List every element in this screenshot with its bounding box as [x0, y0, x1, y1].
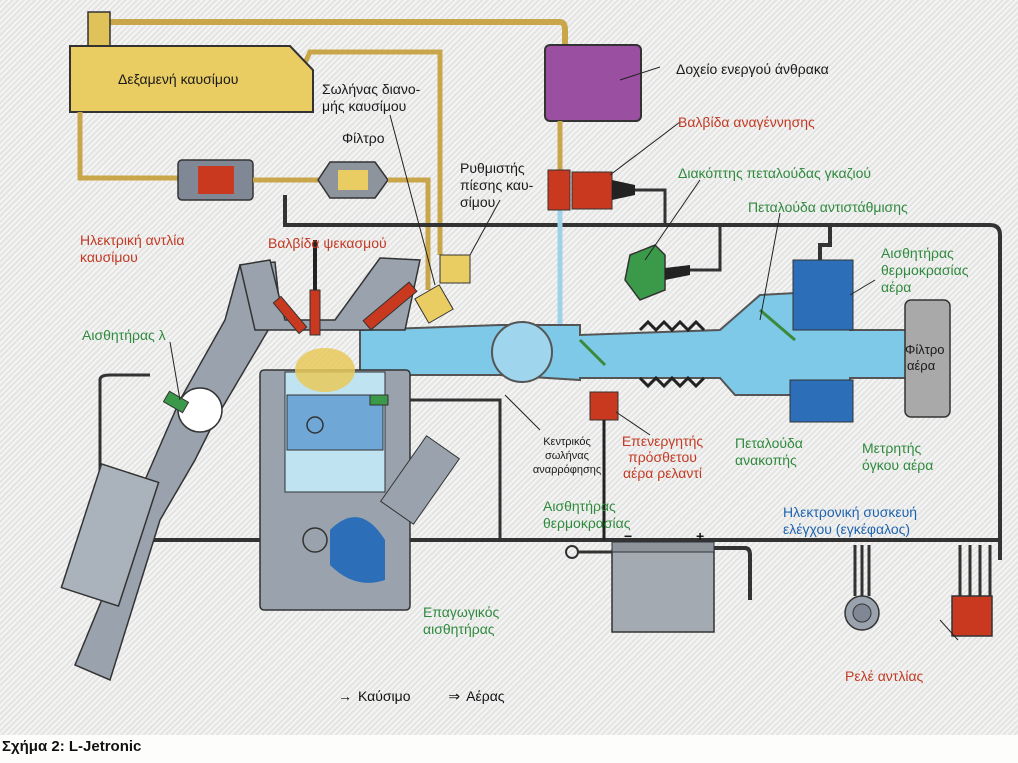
fuel-injector [414, 284, 454, 324]
label-aux-air-valve-2: πρόσθετου [628, 449, 697, 465]
aux-air-valve [589, 391, 619, 421]
compensation-flap [759, 308, 796, 342]
coolant-temp-sensor [369, 394, 389, 406]
label-fuel-pump-2: καυσίμου [80, 249, 138, 265]
label-ecu-1: Ηλεκτρονική συσκευή [783, 504, 918, 520]
charcoal-canister [544, 44, 642, 122]
label-pressure-regulator-1: Ρυθμιστής [460, 160, 525, 176]
fuel-vent-line [100, 19, 568, 45]
air-flow-meter-upper [792, 259, 854, 331]
label-battery-plus: + [696, 528, 705, 544]
label-ecu-2: ελέγχου (εγκέφαλος) [783, 521, 911, 537]
label-fuel-tank: Δεξαμενή καυσίμου [118, 71, 239, 87]
label-air-temp-sensor-1: Αισθητήρας [881, 245, 954, 261]
label-air-temp-sensor-3: αέρα [881, 279, 912, 295]
combustion-mixture [295, 348, 355, 392]
battery [611, 549, 715, 633]
leader-lines [169, 66, 959, 641]
label-aux-air-valve-1: Επενεργητής [621, 433, 704, 449]
intake-bellows-top [638, 319, 706, 333]
legend: → Καύσιμο ⇒ Αέρας [338, 688, 511, 705]
label-pressure-regulator-3: σίμου [460, 194, 496, 210]
legend-fuel-label: Καύσιμο [358, 688, 411, 704]
label-temp-sensor-2: θερμοκρασίας [543, 515, 631, 531]
regeneration-valve [547, 169, 571, 211]
label-filter: Φίλτρο [342, 130, 385, 146]
legend-air-label: Αέρας [466, 688, 505, 704]
piston [286, 394, 384, 451]
label-lambda-sensor: Αισθητήρας λ [82, 327, 166, 343]
fuel-pump-rotor [198, 166, 234, 194]
label-air-temp-sensor-2: θερμοκρασίας [881, 262, 969, 278]
fuel-arrow-icon: → [338, 688, 352, 704]
label-pressure-regulator-2: πίεσης καυ- [460, 177, 534, 193]
label-battery-minus: − [624, 528, 633, 544]
label-throttle-flap-2: ανακοπής [735, 452, 797, 468]
l-jetronic-diagram: Δεξαμενή καυσίμου Σωλήνας διανο- μής καυ… [0, 0, 1018, 735]
label-throttle-flap-1: Πεταλούδα [735, 435, 803, 451]
label-regeneration-valve: Βαλβίδα αναγέννησης [678, 114, 815, 130]
fuel-tank-cap [87, 11, 111, 48]
throttle-flap [578, 338, 607, 367]
crank-sensor-wheel [330, 517, 385, 583]
fuel-tank [69, 45, 314, 113]
intake-valve-stem [362, 281, 418, 331]
distributor [379, 435, 461, 525]
throttle-switch [624, 244, 666, 301]
label-fuel-pump-1: Ηλεκτρική αντλία [80, 232, 185, 248]
label-aux-air-valve-3: αέρα ρελαντί [622, 465, 702, 481]
air-flow-meter-lower [789, 379, 854, 423]
exhaust-valve-stem [272, 295, 308, 335]
label-inductive-sensor-2: αισθητήρας [423, 621, 495, 637]
label-charcoal-canister: Δοχείο ενεργού άνθρακα [676, 61, 829, 77]
diagram-graphics [60, 11, 1002, 682]
label-air-filter-2: αέρα [907, 358, 936, 373]
wire-harness-top [283, 195, 1002, 560]
catalytic-converter [60, 462, 160, 608]
intake-plenum [491, 321, 553, 383]
label-pump-relay: Ρελέ αντλίας [845, 668, 924, 684]
label-compensation-flap: Πεταλούδα αντιστάθμισης [748, 199, 908, 215]
air-filter [904, 299, 951, 418]
label-inductive-sensor-1: Επαγωγικός [423, 604, 500, 620]
label-intake-manifold-2: σωλήνας [545, 450, 589, 462]
label-air-filter-1: Φίλτρο [905, 342, 945, 357]
cylinder-head [239, 257, 421, 331]
wire-left-loop [98, 373, 150, 381]
label-temp-sensor-1: Αισθητήρας [543, 498, 616, 514]
label-fuel-line-1: Σωλήνας διανο- [322, 81, 421, 97]
label-injector: Βαλβίδα ψεκασμού [268, 235, 387, 251]
label-intake-manifold-1: Κεντρικός [543, 436, 591, 448]
pump-relay-box [951, 595, 993, 637]
intake-bellows-bottom [638, 375, 706, 389]
wire-temp-sensor [380, 398, 502, 540]
label-air-flow-meter-1: Μετρητής [862, 440, 922, 456]
label-air-flow-meter-2: όγκου αέρα [862, 457, 934, 473]
figure-caption: Σχήμα 2: L-Jetronic [2, 738, 142, 755]
label-throttle-switch: Διακόπτης πεταλούδας γκαζιού [678, 165, 872, 181]
air-arrow-icon: ⇒ [448, 688, 461, 704]
ground-terminal [565, 545, 579, 559]
label-intake-manifold-3: αναρρόφησης [532, 464, 602, 476]
label-fuel-line-2: μής καυσίμου [322, 98, 407, 114]
filter-to-rail-line [388, 177, 431, 290]
fuel-feed-line [77, 112, 178, 181]
spark-plug [309, 289, 321, 336]
